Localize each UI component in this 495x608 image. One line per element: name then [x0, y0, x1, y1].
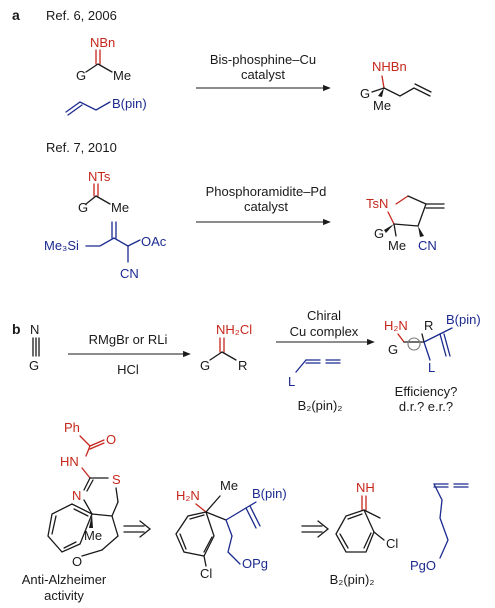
- bace-ph: Ph: [64, 420, 80, 435]
- ref6-imine-me: Me: [113, 68, 131, 83]
- start-diboron: B₂(pin)₂: [330, 572, 375, 587]
- ref7-product-cn: CN: [418, 238, 437, 253]
- inter-bpin: B(pin): [252, 486, 287, 501]
- bace-s: S: [112, 472, 121, 487]
- ref6-imine-g: G: [76, 68, 86, 83]
- step2-catalyst-1: Chiral: [307, 308, 341, 323]
- ketimine-salt: NH₂Cl G R: [200, 322, 252, 373]
- nitrile-g: G: [29, 358, 39, 373]
- ketimine-r: R: [238, 358, 247, 373]
- bace-o: O: [106, 432, 116, 447]
- ref6-imine-n: NBn: [90, 35, 115, 50]
- question-2: d.r.? e.r.?: [399, 399, 453, 414]
- diboron: B₂(pin)₂: [298, 398, 343, 413]
- ref6-product-me: Me: [373, 98, 391, 113]
- retro-arrow-1: [123, 520, 152, 538]
- bace-hn: HN: [60, 454, 79, 469]
- bace-n: N: [72, 488, 81, 503]
- ketimine-nh2cl: NH₂Cl: [216, 322, 252, 337]
- ref7-oac: OAc: [141, 234, 167, 249]
- bace-caption-2: activity: [44, 588, 84, 603]
- ref7-imine-g: G: [78, 200, 88, 215]
- ref7-imine: NTs G Me: [78, 169, 129, 215]
- product-h2n: H₂N: [384, 318, 408, 333]
- retro-arrow-2: [301, 520, 330, 538]
- ref7-silyl: Me₃Si: [44, 238, 79, 253]
- step1-hcl: HCl: [117, 362, 139, 377]
- bace-o-ring: O: [72, 554, 82, 569]
- product-r: R: [424, 318, 433, 333]
- ref6-imine: NBn G Me: [76, 35, 131, 83]
- ref7-product-g: G: [374, 226, 384, 241]
- ref7-product: TsN G Me CN: [366, 195, 445, 253]
- ref7-imine-me: Me: [111, 200, 129, 215]
- ref7-product-tsn: TsN: [366, 196, 388, 211]
- inter-cl: Cl: [200, 566, 212, 581]
- ref6-product-nh: NHBn: [372, 59, 407, 74]
- ketimine-g: G: [200, 358, 210, 373]
- step2-catalyst-2: Cu complex: [290, 324, 359, 339]
- ref6-catalyst-2: catalyst: [241, 67, 285, 82]
- start-nh: NH: [356, 480, 375, 495]
- allene-reagent: L B₂(pin)₂: [288, 359, 343, 413]
- ref7-product-me: Me: [388, 238, 406, 253]
- panel-b-product: H₂N R B(pin) G L Efficiency? d.r.? e.r.?: [384, 312, 481, 414]
- allene-l: L: [288, 374, 295, 389]
- panel-a-label: a: [12, 7, 20, 23]
- ref6-boron: B(pin): [112, 96, 147, 111]
- panel-c-starting-materials: NH Cl B₂(pin)₂ PgO: [330, 480, 469, 587]
- bace-me: Me: [84, 528, 102, 543]
- ref7-citation: Ref. 7, 2010: [46, 140, 117, 155]
- ref6-allylboronate: B(pin): [65, 96, 147, 116]
- start-pgo: PgO: [410, 558, 436, 573]
- question-1: Efficiency?: [395, 384, 458, 399]
- product-l: L: [428, 360, 435, 375]
- ref7-catalyst-1: Phosphoramidite–Pd: [206, 184, 327, 199]
- ref7-tmm-precursor: Me₃Si OAc CN: [44, 221, 167, 281]
- ref7-imine-n: NTs: [88, 169, 111, 184]
- panel-c-intermediate: H₂N Me B(pin) OPg Cl: [175, 478, 287, 581]
- ref7-cn: CN: [120, 266, 139, 281]
- start-cl: Cl: [386, 536, 398, 551]
- ref6-citation: Ref. 6, 2006: [46, 8, 117, 23]
- ref7-catalyst-2: catalyst: [244, 199, 288, 214]
- inter-opg: OPg: [242, 556, 268, 571]
- step1-reagent: RMgBr or RLi: [89, 332, 168, 347]
- inter-h2n: H₂N: [176, 488, 200, 503]
- product-bpin: B(pin): [446, 312, 481, 327]
- bace-inhibitor: Ph O HN S N Me O Anti-Alzheimer activity: [22, 420, 121, 603]
- product-g: G: [388, 342, 398, 357]
- nitrile: N G: [29, 322, 40, 373]
- ref6-product-g: G: [360, 86, 370, 101]
- panel-b-label: b: [12, 321, 21, 337]
- nitrile-n: N: [30, 322, 39, 337]
- inter-me: Me: [220, 478, 238, 493]
- bace-caption-1: Anti-Alzheimer: [22, 572, 107, 587]
- ref6-product: NHBn G Me: [360, 59, 432, 113]
- ref6-catalyst-1: Bis-phosphine–Cu: [210, 52, 316, 67]
